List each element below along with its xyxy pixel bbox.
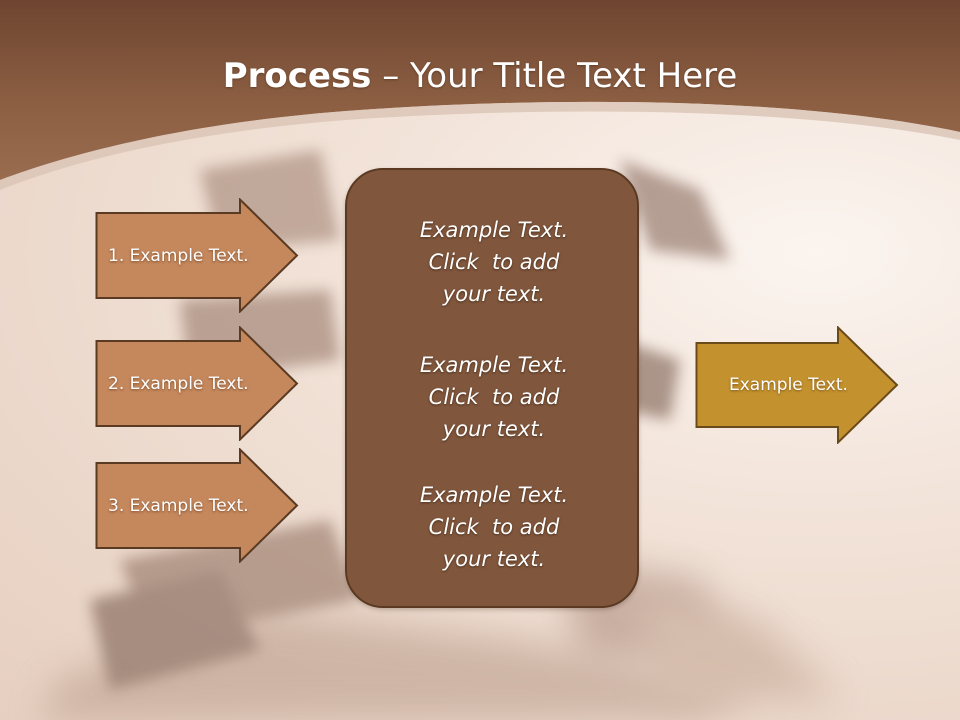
process-text-line: Click to add <box>428 515 560 539</box>
arrow-shape-icon <box>95 448 299 563</box>
input-arrow-2-label: 2. Example Text. <box>108 373 249 394</box>
arrow-shape-icon <box>95 326 299 441</box>
input-arrow-2: 2. Example Text. <box>95 326 300 441</box>
input-arrow-1: 1. Example Text. <box>95 198 300 313</box>
output-arrow: Example Text. <box>695 326 900 444</box>
input-arrow-3-label: 3. Example Text. <box>108 495 249 516</box>
process-text-block-1: Example Text. Click to add your text. <box>347 214 641 310</box>
arrow-shape-icon <box>695 326 899 444</box>
process-text-line: your text. <box>442 547 546 571</box>
process-text-line: your text. <box>442 417 546 441</box>
process-text-line: your text. <box>442 282 546 306</box>
process-text-line: Click to add <box>428 250 560 274</box>
slide-title: Process – Your Title Text Here <box>0 54 960 98</box>
process-box: Example Text. Click to add your text. Ex… <box>345 168 639 608</box>
title-rest-text: – Your Title Text Here <box>371 56 738 96</box>
process-text-block-2: Example Text. Click to add your text. <box>347 349 641 445</box>
input-arrow-1-label: 1. Example Text. <box>108 245 249 266</box>
arrow-shape-icon <box>95 198 299 313</box>
process-text-line: Example Text. <box>419 353 569 377</box>
process-text-line: Click to add <box>428 385 560 409</box>
process-text-line: Example Text. <box>419 483 569 507</box>
title-bold-text: Process <box>222 56 372 96</box>
header-band <box>0 0 960 190</box>
input-arrow-3: 3. Example Text. <box>95 448 300 563</box>
output-arrow-label: Example Text. <box>729 375 848 395</box>
process-text-block-3: Example Text. Click to add your text. <box>347 479 641 575</box>
process-text-line: Example Text. <box>419 218 569 242</box>
